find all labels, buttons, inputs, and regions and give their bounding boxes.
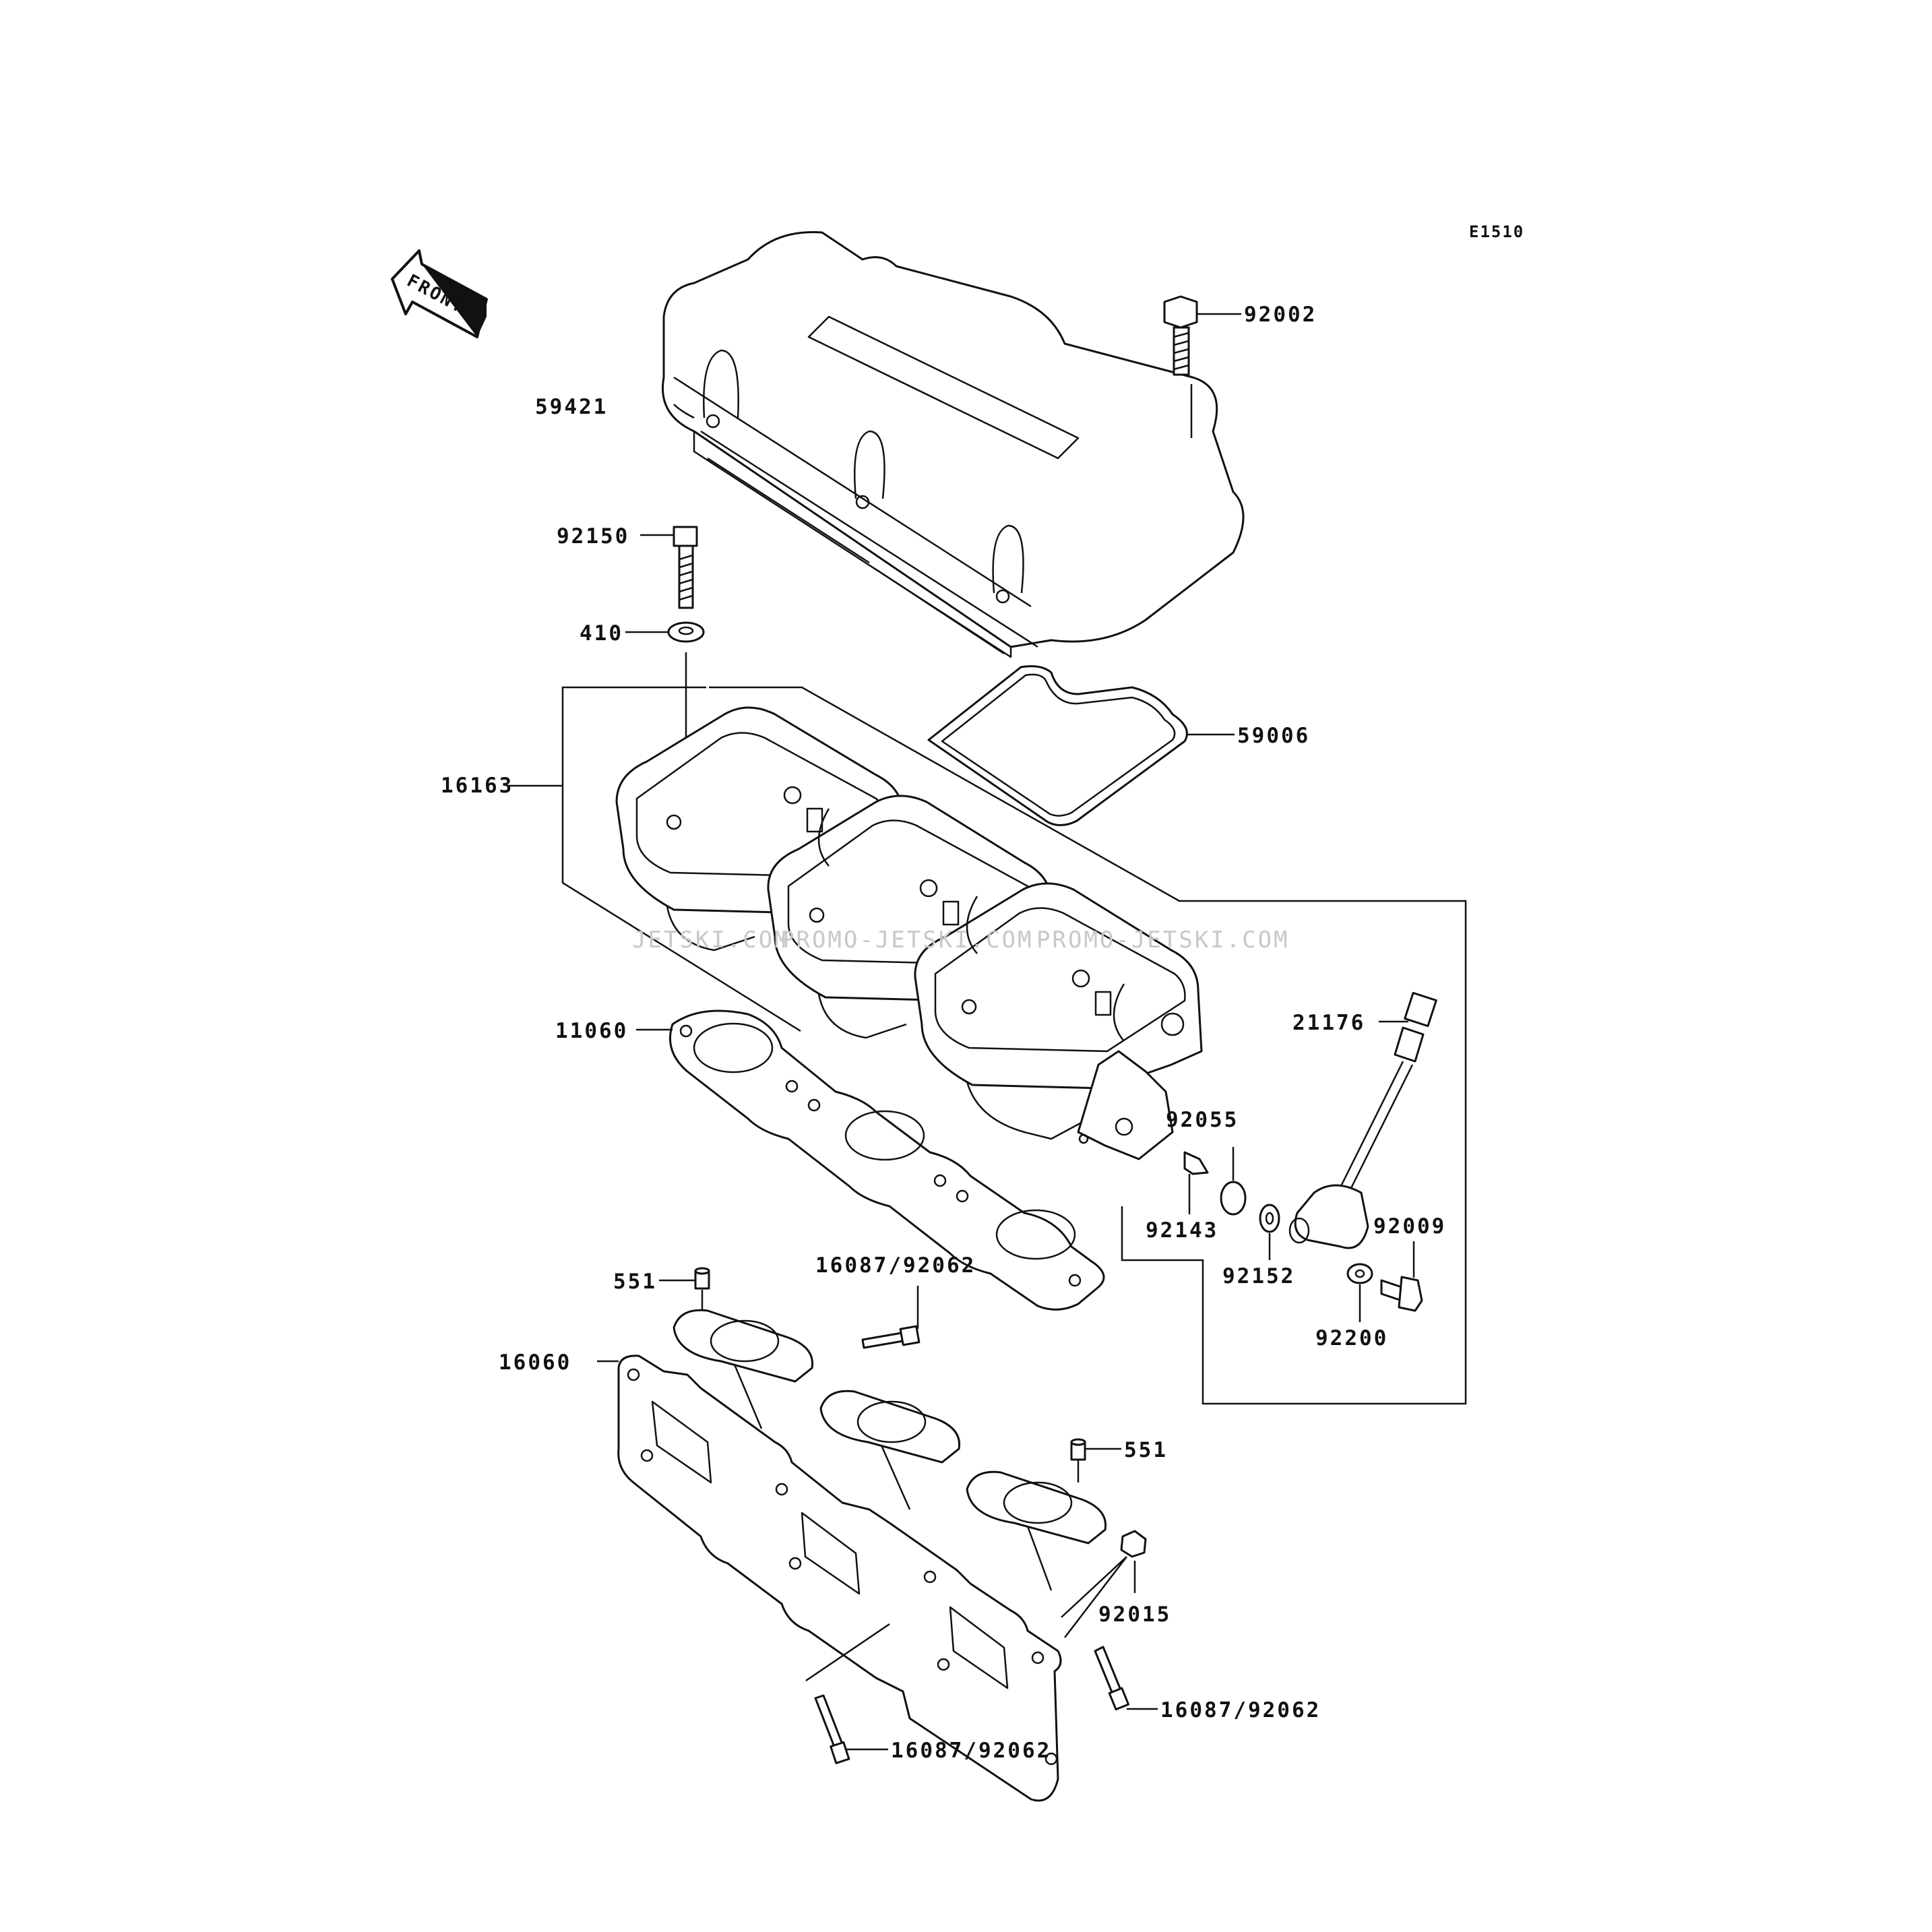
plug-16087-top xyxy=(861,1286,921,1349)
callout-410: 410 xyxy=(580,621,623,646)
washer-92200 xyxy=(1346,1263,1373,1322)
watermark-2: PROMO-JETSKI.COM xyxy=(780,927,1034,954)
callout-16060: 16060 xyxy=(499,1350,571,1375)
callout-labels: 92002 59421 92150 410 59006 16163 11060 … xyxy=(441,303,1446,1763)
watermark-1: JETSKI.COM xyxy=(632,927,790,954)
gasket-11060 xyxy=(636,1009,1105,1311)
callout-59421: 59421 xyxy=(535,395,608,419)
callout-21176: 21176 xyxy=(1292,1011,1365,1035)
intake-manifold-16060 xyxy=(597,1309,1107,1802)
dowel-551-right xyxy=(1070,1438,1121,1483)
bolt-92002 xyxy=(1163,295,1241,438)
callout-16087-top: 16087/92062 xyxy=(815,1253,976,1278)
bolt-92150 xyxy=(640,526,698,609)
callout-16087-bottom-right: 16087/92062 xyxy=(1160,1698,1321,1722)
nut-92015 xyxy=(1061,1530,1147,1638)
callout-92150: 92150 xyxy=(557,524,629,549)
bolt-92009 xyxy=(1380,1241,1423,1312)
watermark: JETSKI.COM PROMO-JETSKI.COM PROMO-JETSKI… xyxy=(632,927,1290,954)
callout-92055: 92055 xyxy=(1166,1108,1239,1132)
dowel-551-top xyxy=(659,1267,710,1310)
plug-16087-bottom-left xyxy=(805,1623,890,1764)
diagram-code: E1510 xyxy=(1469,222,1524,241)
front-arrow-icon: FRONT xyxy=(391,249,488,338)
callout-92152: 92152 xyxy=(1222,1264,1295,1288)
callout-551-right: 551 xyxy=(1124,1438,1168,1462)
callout-59006: 59006 xyxy=(1237,724,1310,748)
callout-16087-bottom-left: 16087/92062 xyxy=(891,1739,1051,1763)
clip-92143 xyxy=(1183,1151,1209,1214)
callout-551-top: 551 xyxy=(613,1270,657,1294)
callout-92143: 92143 xyxy=(1146,1218,1218,1243)
callout-16163: 16163 xyxy=(441,774,513,798)
cover-59421 xyxy=(662,231,1245,658)
callout-92015: 92015 xyxy=(1098,1602,1171,1627)
callout-92200: 92200 xyxy=(1315,1326,1388,1350)
throttle-body-16163 xyxy=(615,706,1203,1160)
sensor-21176 xyxy=(1288,991,1437,1249)
watermark-3: PROMO-JETSKI.COM xyxy=(1036,927,1290,954)
plug-16087-bottom-right xyxy=(1094,1646,1158,1711)
washer-92152 xyxy=(1259,1204,1280,1260)
o-ring-92055 xyxy=(1220,1147,1247,1216)
callout-92002: 92002 xyxy=(1244,303,1317,327)
callout-11060: 11060 xyxy=(555,1019,628,1043)
gasket-59006 xyxy=(927,665,1235,826)
callout-92009: 92009 xyxy=(1373,1214,1446,1239)
assembly-bracket-16163 xyxy=(509,686,1467,1405)
